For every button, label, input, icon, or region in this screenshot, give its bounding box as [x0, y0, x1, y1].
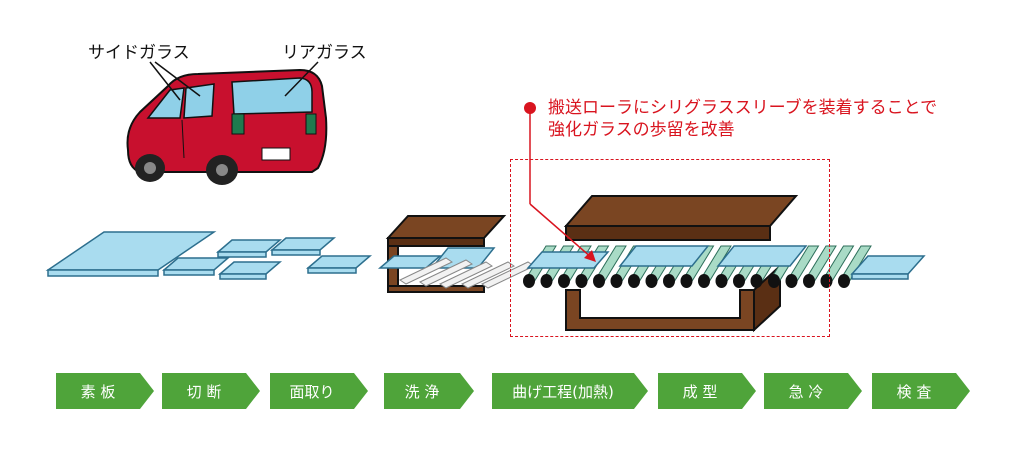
process-step: 洗 浄 [384, 373, 474, 409]
roller-end [838, 274, 850, 288]
roller-end [768, 274, 780, 288]
process-step: 検 査 [872, 373, 970, 409]
roller-end [785, 274, 798, 288]
roller-end [558, 274, 570, 288]
roller-end [628, 274, 640, 288]
roller-end [593, 274, 605, 288]
glass-sheets-left [45, 231, 373, 280]
car-illustration [126, 68, 328, 185]
process-step: 曲げ工程(加熱) [492, 373, 648, 409]
callout-arrow [524, 102, 596, 262]
roller-end [663, 274, 675, 288]
roller-end [803, 274, 815, 288]
roller-conveyor [523, 245, 872, 288]
process-step: 素 板 [56, 373, 154, 409]
roller-end [715, 274, 728, 288]
label-pointers [149, 61, 319, 101]
roller-end [645, 274, 658, 288]
process-step: 成 型 [658, 373, 756, 409]
process-step: 面取り [270, 373, 368, 409]
highlight-box [510, 159, 830, 337]
rear-glass-label: リアガラス [282, 43, 367, 63]
callout-line-2: 強化ガラスの歩留を改善 [548, 120, 735, 140]
roller-end [680, 274, 693, 288]
roller-end [733, 274, 745, 288]
roller-end [698, 274, 710, 288]
roller-end [540, 274, 553, 288]
side-glass-label: サイドガラス [88, 43, 190, 63]
callout-line-1: 搬送ローラにシリグラススリーブを装着することで [548, 98, 938, 118]
roller-end [610, 274, 623, 288]
roller-end [523, 274, 535, 288]
washer-unit [377, 215, 536, 293]
process-step: 切 断 [162, 373, 260, 409]
roller-end [575, 274, 588, 288]
roller-end [750, 274, 763, 288]
process-step: 急 冷 [764, 373, 862, 409]
